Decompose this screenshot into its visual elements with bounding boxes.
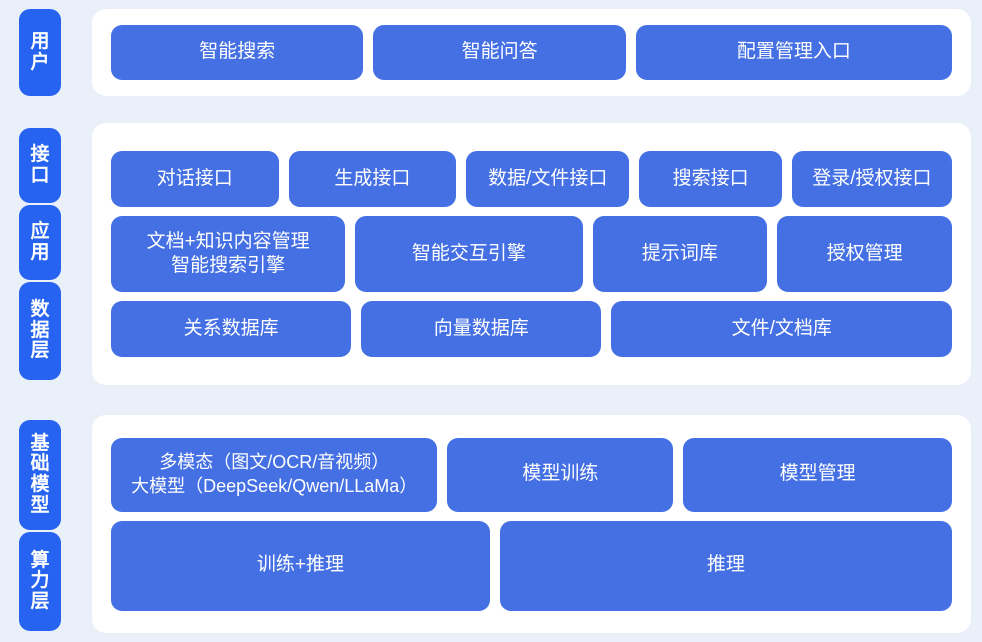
node-label-line2: 智能搜索引擎: [171, 255, 286, 276]
node-label: 文件/文档库: [731, 317, 832, 339]
layer-tab-compute-label: 算力层: [30, 549, 50, 612]
node-intelligent-search[interactable]: 智能搜索: [111, 25, 364, 80]
layer-panel-bottom: 多模态（图文/OCR/音视频） 大模型（DeepSeek/Qwen/LLaMa）…: [92, 415, 971, 633]
node-search-api[interactable]: 搜索接口: [639, 151, 782, 207]
layer-tab-base-model-label: 基础模型: [30, 432, 50, 516]
node-label: 提示词库: [641, 242, 718, 264]
node-row-application: 文档+知识内容管理 智能搜索引擎 智能交互引擎 提示词库 授权管理: [111, 216, 952, 292]
node-label: 模型训练: [522, 463, 599, 485]
node-login-auth-api[interactable]: 登录/授权接口: [791, 151, 952, 207]
node-label-line2: 大模型（DeepSeek/Qwen/LLaMa）: [131, 475, 418, 496]
layer-tab-application[interactable]: 应用: [19, 205, 61, 280]
layer-tab-interface[interactable]: 接口: [19, 128, 61, 203]
node-authorization-management[interactable]: 授权管理: [777, 216, 952, 292]
node-prompt-library[interactable]: 提示词库: [592, 216, 768, 292]
node-row-base-model: 多模态（图文/OCR/音视频） 大模型（DeepSeek/Qwen/LLaMa）…: [111, 437, 952, 512]
node-label: 登录/授权接口: [812, 167, 932, 189]
node-label: 搜索接口: [672, 167, 749, 189]
node-label: 数据/文件接口: [488, 167, 608, 189]
node-file-document-store[interactable]: 文件/文档库: [611, 301, 953, 357]
node-doc-knowledge-management[interactable]: 文档+知识内容管理 智能搜索引擎: [111, 216, 346, 292]
layer-tab-data-label: 数据层: [30, 299, 50, 362]
node-interaction-engine[interactable]: 智能交互引擎: [355, 216, 583, 292]
node-label: 向量数据库: [433, 317, 529, 339]
layer-tab-base-model[interactable]: 基础模型: [19, 420, 61, 530]
node-row-interface: 对话接口 生成接口 数据/文件接口 搜索接口 登录/授权接口: [111, 151, 952, 207]
node-label: 训练+推理: [256, 554, 344, 576]
node-row-data: 关系数据库 向量数据库 文件/文档库: [111, 301, 953, 357]
node-inference[interactable]: 推理: [499, 520, 952, 611]
node-label-line1: 多模态（图文/OCR/音视频）: [159, 452, 390, 473]
node-label: 智能搜索: [199, 41, 276, 63]
node-dialog-api[interactable]: 对话接口: [111, 151, 279, 207]
node-row-user: 智能搜索 智能问答 配置管理入口: [111, 25, 952, 80]
node-label: 授权管理: [826, 242, 903, 264]
node-training-inference[interactable]: 训练+推理: [111, 520, 490, 611]
node-intelligent-qa[interactable]: 智能问答: [373, 25, 626, 80]
node-multimodal-large-model[interactable]: 多模态（图文/OCR/音视频） 大模型（DeepSeek/Qwen/LLaMa）: [111, 437, 438, 512]
layer-tab-user[interactable]: 用户: [19, 9, 61, 96]
node-label: 配置管理入口: [736, 41, 851, 63]
node-vector-database[interactable]: 向量数据库: [361, 301, 602, 357]
node-model-training[interactable]: 模型训练: [447, 437, 674, 512]
node-label: 智能问答: [461, 41, 538, 63]
node-label: 模型管理: [779, 463, 856, 485]
layer-tab-interface-label: 接口: [30, 143, 50, 186]
node-label: 关系数据库: [183, 317, 279, 339]
node-data-file-api[interactable]: 数据/文件接口: [466, 151, 630, 207]
node-row-compute: 训练+推理 推理: [111, 520, 952, 611]
layer-panel-middle: 对话接口 生成接口 数据/文件接口 搜索接口 登录/授权接口 文: [92, 123, 971, 385]
node-label: 智能交互引擎: [411, 242, 526, 264]
node-config-management-entry[interactable]: 配置管理入口: [635, 25, 952, 80]
node-relational-database[interactable]: 关系数据库: [111, 301, 352, 357]
node-generation-api[interactable]: 生成接口: [288, 151, 457, 207]
layer-tab-application-label: 应用: [30, 220, 50, 263]
node-label: 推理: [706, 554, 745, 576]
layer-tab-user-label: 用户: [30, 30, 50, 73]
layer-tab-compute[interactable]: 算力层: [19, 532, 61, 631]
node-model-management[interactable]: 模型管理: [683, 437, 952, 512]
node-label-line1: 文档+知识内容管理: [146, 230, 310, 252]
layer-panel-user: 智能搜索 智能问答 配置管理入口: [92, 9, 971, 96]
node-label: 对话接口: [156, 167, 233, 189]
node-label: 生成接口: [334, 167, 411, 189]
layer-tab-data[interactable]: 数据层: [19, 282, 61, 380]
